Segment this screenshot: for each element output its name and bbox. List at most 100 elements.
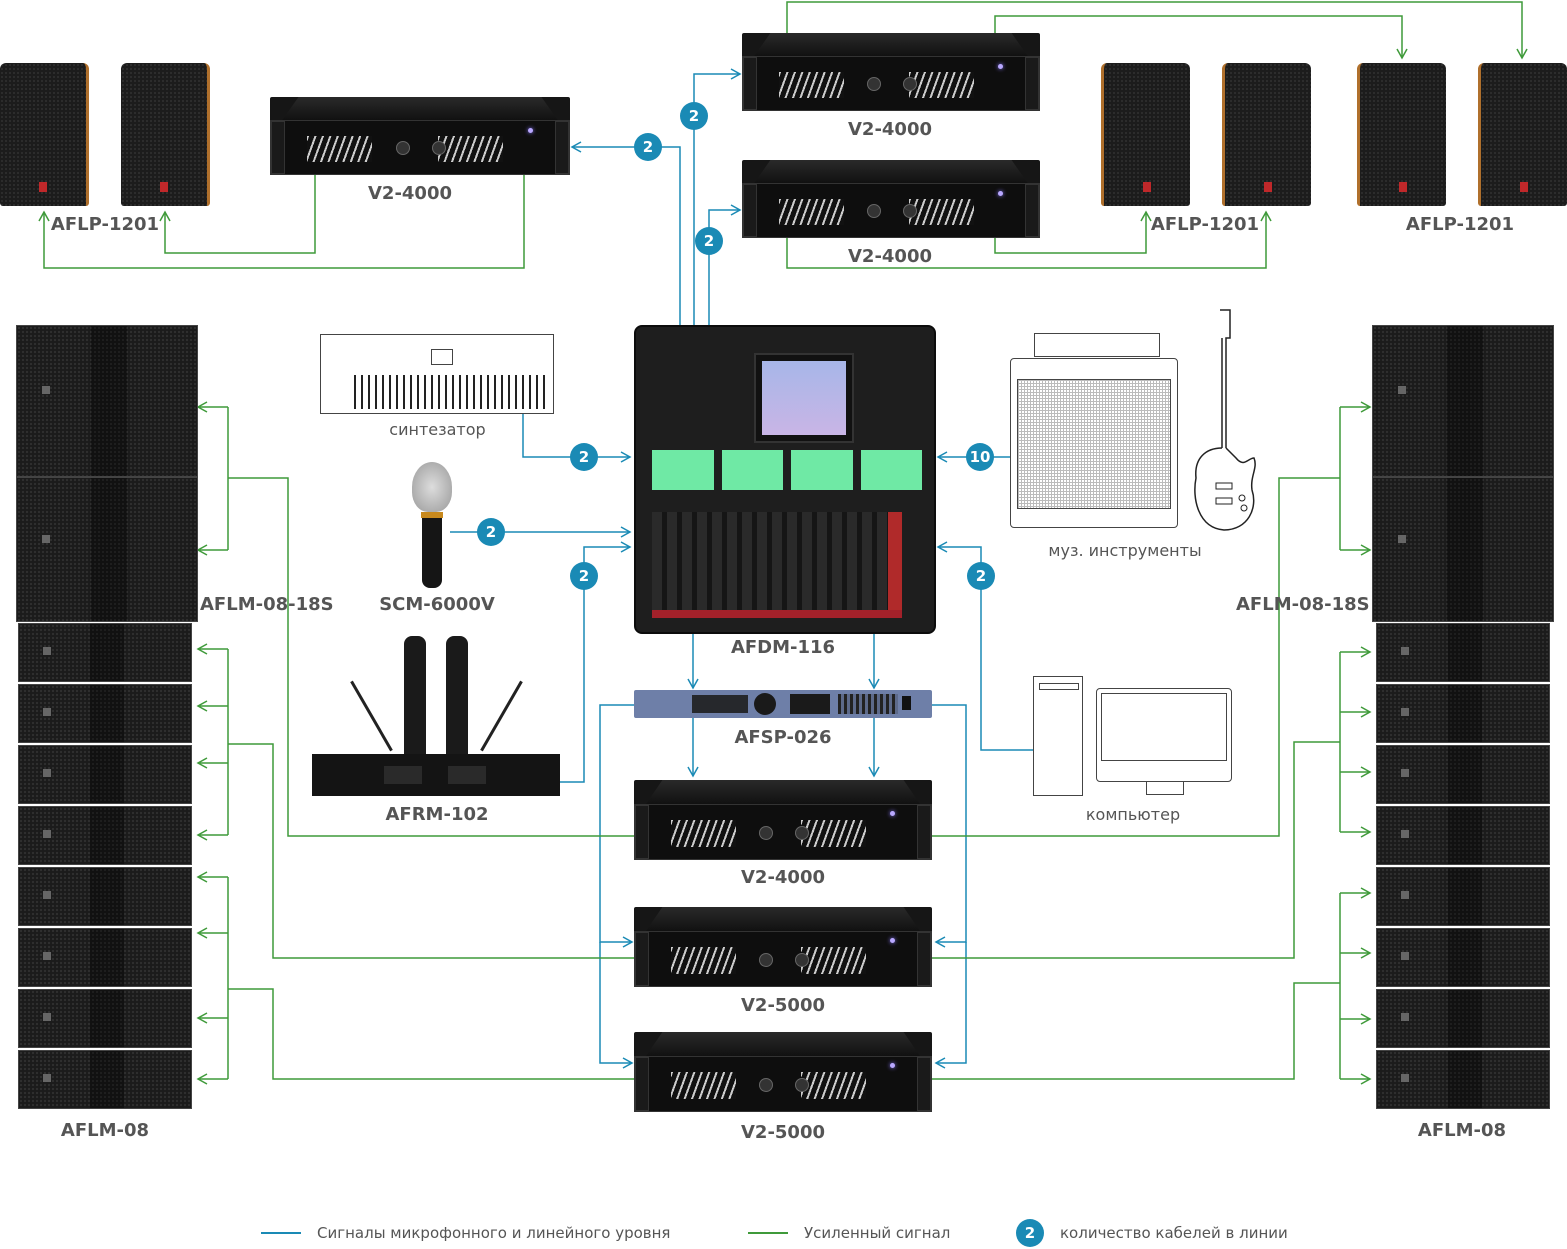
subwoofer-aflm-08-18s xyxy=(16,325,198,477)
signal-wire xyxy=(936,541,1033,751)
brand-logo xyxy=(1143,182,1151,192)
line-array-cabinet-aflm-08 xyxy=(1376,745,1550,804)
signal-wire xyxy=(693,68,742,325)
digital-mixer-afdm-116 xyxy=(634,325,936,634)
line-array-cabinet-aflm-08 xyxy=(1376,684,1550,743)
amp-bottom-2-label: V2-5000 xyxy=(740,995,826,1016)
line-array-cabinet-aflm-08 xyxy=(18,745,192,804)
touch-screen xyxy=(754,353,854,443)
bass-guitar xyxy=(1186,308,1262,534)
amplified-wire xyxy=(786,1,1528,60)
line-array-cabinet-aflm-08 xyxy=(18,806,192,865)
array-right-label: AFLM-08 xyxy=(1417,1120,1507,1141)
line-array-cabinet-aflm-08 xyxy=(18,684,192,743)
signal-wire xyxy=(599,704,636,948)
amplifier-v2-5000 xyxy=(634,1032,932,1112)
speaker-aflp-1201 xyxy=(121,63,210,206)
amp-bottom-1-label: V2-4000 xyxy=(740,867,826,888)
microphone-scm-6000v xyxy=(412,462,452,588)
processor-label: AFSP-026 xyxy=(734,727,832,748)
speakers-left-top-label: AFLP-1201 xyxy=(50,214,160,235)
line-array-cabinet-aflm-08 xyxy=(18,1050,192,1109)
amplifier-v2-4000 xyxy=(634,780,932,860)
speaker-aflp-1201 xyxy=(0,63,89,206)
cable-count-badge: 2 xyxy=(695,227,723,255)
amplifier-v2-5000 xyxy=(634,907,932,987)
cable-count-badge: 2 xyxy=(570,443,598,471)
speaker-aflp-1201 xyxy=(1101,63,1190,206)
brand-logo xyxy=(160,182,168,192)
sub-right-label: AFLM-08-18S xyxy=(1236,594,1370,615)
amplified-wire xyxy=(228,743,636,959)
computer-tower xyxy=(1033,676,1083,796)
subwoofer-aflm-08-18s xyxy=(1372,477,1554,622)
cable-count-badge: 10 xyxy=(966,443,994,471)
computer-label: компьютер xyxy=(1085,805,1181,824)
speaker-aflp-1201 xyxy=(1222,63,1311,206)
cable-count-badge: 2 xyxy=(680,102,708,130)
line-array-cabinet-aflm-08 xyxy=(18,989,192,1048)
cable-count-badge: 2 xyxy=(634,133,662,161)
master-fader xyxy=(888,512,902,610)
keyboard-keys xyxy=(351,375,547,409)
sub-left-label: AFLM-08-18S xyxy=(200,594,334,615)
subwoofer-aflm-08-18s xyxy=(16,477,198,622)
computer-monitor xyxy=(1096,688,1233,796)
amplifier-v2-4000 xyxy=(742,160,1040,238)
cable-count-badge: 2 xyxy=(570,562,598,590)
line-array-cabinet-aflm-08 xyxy=(1376,867,1550,926)
wireless-label: AFRM-102 xyxy=(385,804,489,825)
line-array-cabinet-aflm-08 xyxy=(1376,928,1550,987)
speaker-aflp-1201 xyxy=(1478,63,1567,206)
amp-bottom-3-label: V2-5000 xyxy=(740,1122,826,1143)
amplified-wire xyxy=(930,741,1340,959)
amplified-line-swatch xyxy=(748,1232,788,1234)
signal-wire xyxy=(708,204,742,325)
instruments-label: муз. инструменты xyxy=(1048,541,1202,560)
brand-logo xyxy=(1399,182,1407,192)
line-array-cabinet-aflm-08 xyxy=(18,623,192,682)
signal-wire xyxy=(599,942,634,1069)
cable-count-badge: 2 xyxy=(477,518,505,546)
amplified-wire xyxy=(228,477,636,837)
amplifier-v2-4000 xyxy=(742,33,1040,111)
amplified-wire xyxy=(228,988,636,1080)
amp-top-left-label: V2-4000 xyxy=(367,183,453,204)
legend-amplified: Усиленный сигнал xyxy=(748,1222,950,1244)
line-array-cabinet-aflm-08 xyxy=(1376,989,1550,1048)
signal-wire xyxy=(930,704,967,948)
fader-bank xyxy=(652,512,902,618)
amplified-wire xyxy=(994,15,1408,60)
wireless-receiver-afrm-102 xyxy=(312,636,560,796)
amplified-wire xyxy=(930,477,1340,837)
cable-count-badge: 2 xyxy=(967,562,995,590)
signal-line-swatch xyxy=(261,1232,301,1234)
amp-top-right-1-label: V2-4000 xyxy=(847,119,933,140)
signal-wire xyxy=(934,942,967,1069)
line-array-cabinet-aflm-08 xyxy=(18,928,192,987)
synthesizer xyxy=(320,334,554,414)
amplified-wire xyxy=(159,174,316,254)
signal-wire xyxy=(560,541,632,783)
channel-displays xyxy=(652,450,922,490)
line-array-cabinet-aflm-08 xyxy=(1376,1050,1550,1109)
line-array-cabinet-aflm-08 xyxy=(18,867,192,926)
amplified-wire xyxy=(38,174,525,269)
legend-badge-text: количество кабелей в линии xyxy=(1060,1224,1288,1242)
brand-logo xyxy=(39,182,47,192)
line-array-cabinet-aflm-08 xyxy=(1376,623,1550,682)
legend-badge: 2 количество кабелей в линии xyxy=(1016,1219,1288,1247)
subwoofer-aflm-08-18s xyxy=(1372,325,1554,477)
speakers-right-far-label: AFLP-1201 xyxy=(1405,214,1515,235)
brand-logo xyxy=(1264,182,1272,192)
speaker-processor-afsp-026 xyxy=(634,690,932,718)
signal-wire xyxy=(570,141,681,325)
mixer-label: AFDM-116 xyxy=(730,637,836,658)
line-array-cabinet-aflm-08 xyxy=(1376,806,1550,865)
amp-top-right-2-label: V2-4000 xyxy=(847,246,933,267)
display-icon xyxy=(431,349,453,365)
brand-logo xyxy=(1520,182,1528,192)
amplified-wire xyxy=(786,210,1272,269)
array-left-label: AFLM-08 xyxy=(60,1120,150,1141)
